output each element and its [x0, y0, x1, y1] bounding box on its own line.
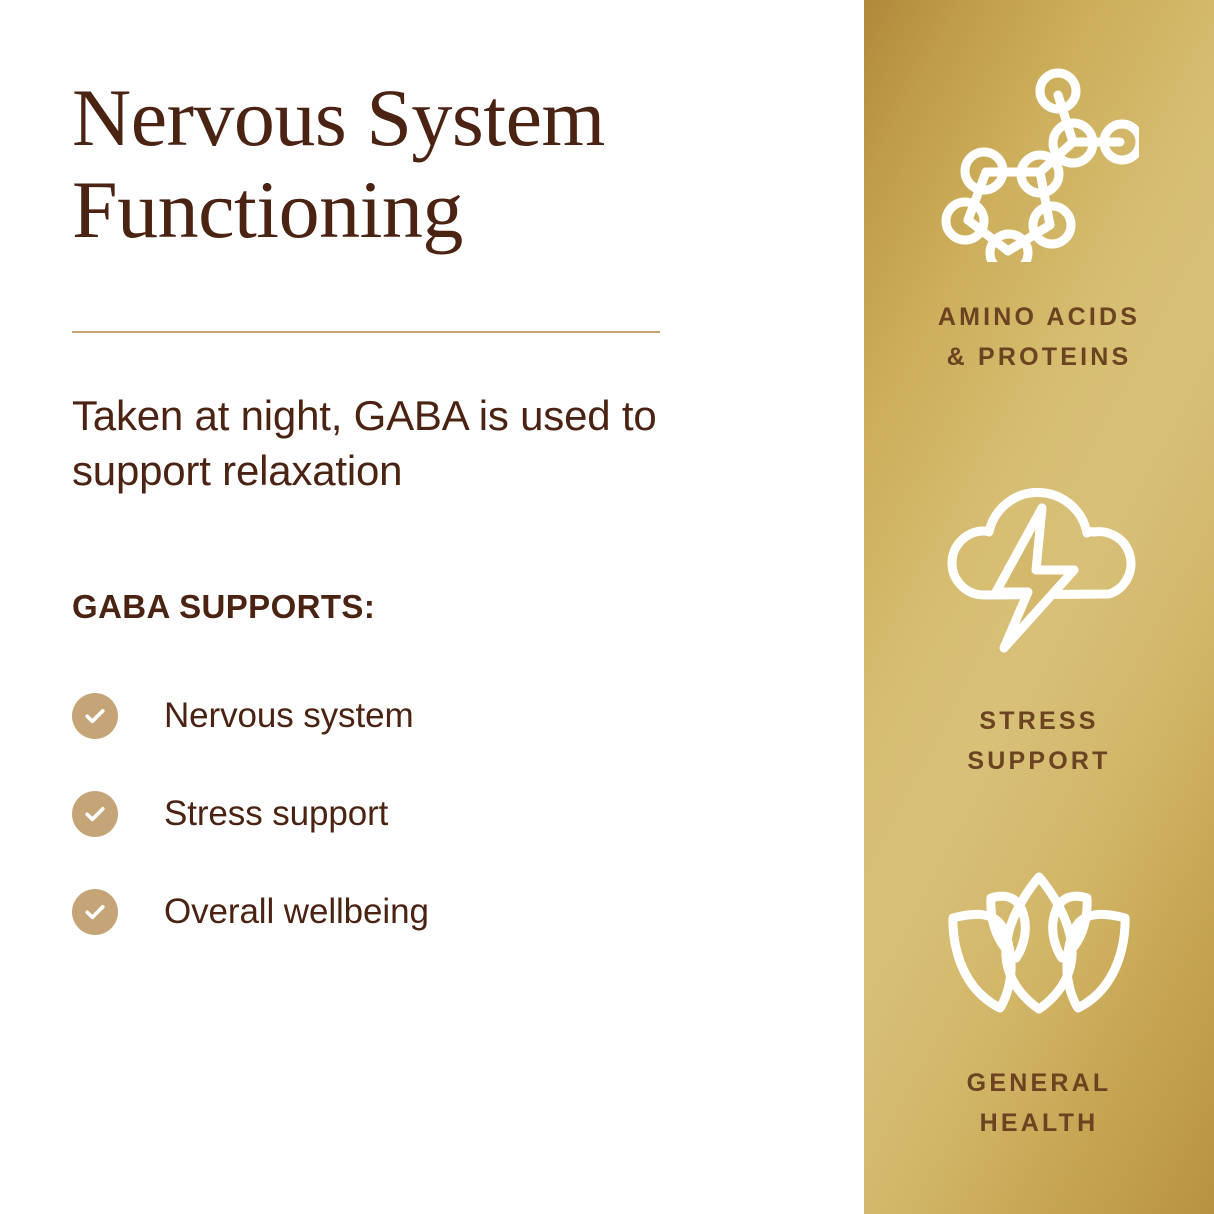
- list-item-label: Overall wellbeing: [164, 892, 429, 931]
- benefits-sidebar: AMINO ACIDS & PROTEINS STRESS SUPPORT: [864, 0, 1214, 1214]
- lotus-flower-icon-wrap: [864, 872, 1214, 1014]
- cloud-lightning-icon: [947, 487, 1136, 653]
- benefit-label: STRESS SUPPORT: [864, 702, 1214, 781]
- benefit-label-line1: STRESS: [979, 707, 1099, 735]
- benefit-amino-acids: AMINO ACIDS & PROTEINS: [864, 62, 1214, 377]
- list-item-label: Stress support: [164, 794, 389, 833]
- benefits-checklist: Nervous system Stress support Overall we…: [72, 693, 772, 987]
- content-panel: Nervous System Functioning Taken at nigh…: [72, 72, 772, 987]
- benefit-label-line2: & PROTEINS: [946, 342, 1132, 371]
- molecule-icon-wrap: [864, 62, 1214, 262]
- molecule-icon: [941, 68, 1139, 262]
- benefit-general-health: GENERAL HEALTH: [864, 872, 1214, 1143]
- cloud-lightning-icon-wrap: [864, 470, 1214, 660]
- benefit-label-line2: HEALTH: [979, 1108, 1099, 1137]
- list-item-label: Nervous system: [164, 696, 414, 735]
- benefit-stress-support: STRESS SUPPORT: [864, 470, 1214, 781]
- list-item: Stress support: [72, 791, 772, 837]
- check-icon: [72, 693, 118, 739]
- check-icon: [72, 791, 118, 837]
- benefit-label-line1: GENERAL: [966, 1069, 1112, 1097]
- benefit-label: GENERAL HEALTH: [864, 1064, 1214, 1143]
- benefit-label-line2: SUPPORT: [967, 746, 1111, 775]
- benefit-label-line1: AMINO ACIDS: [937, 303, 1141, 331]
- list-item: Nervous system: [72, 693, 772, 739]
- title-divider: [72, 331, 660, 333]
- subheading-text: Taken at night, GABA is used to support …: [72, 392, 657, 495]
- lotus-flower-icon: [948, 872, 1130, 1014]
- supports-heading: GABA SUPPORTS:: [72, 588, 376, 625]
- list-item: Overall wellbeing: [72, 889, 772, 935]
- check-icon: [72, 889, 118, 935]
- page-title: Nervous System Functioning: [72, 72, 605, 255]
- benefit-label: AMINO ACIDS & PROTEINS: [864, 298, 1214, 377]
